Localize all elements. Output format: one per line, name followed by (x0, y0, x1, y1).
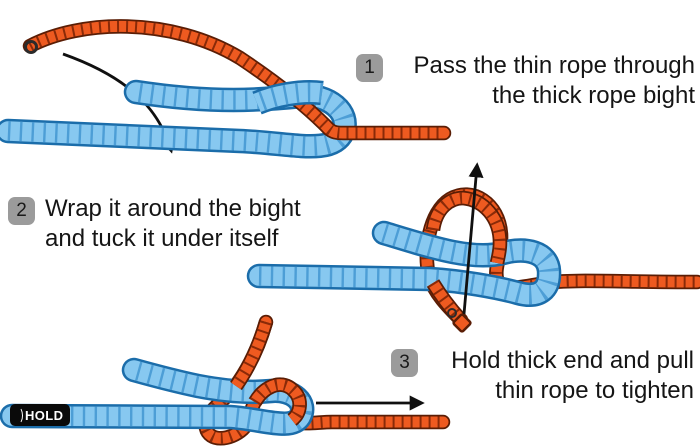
hold-label-text: HOLD (25, 407, 64, 423)
rope-end-ring (447, 308, 457, 318)
step3-text: Hold thick end and pull thin rope to tig… (428, 346, 694, 406)
step1-text: Pass the thin rope through the thick rop… (393, 51, 695, 111)
step3-line2: thin rope to tighten (495, 377, 694, 404)
thick-rope-over-crossing (257, 92, 322, 103)
hold-label: HOLD (10, 404, 71, 426)
step3-number-badge: 3 (391, 349, 418, 377)
step2-text: Wrap it around the bight and tuck it und… (45, 194, 301, 254)
step3-line1: Hold thick end and pull (451, 347, 694, 374)
step1-line2: the thick rope bight (492, 82, 695, 109)
rope-end-diamond (452, 313, 472, 333)
step2-number-badge: 2 (8, 197, 35, 225)
step2-line2: and tuck it under itself (45, 225, 279, 252)
pull-up-arrow-icon (462, 162, 484, 315)
step2-illustration (259, 162, 697, 333)
rope-end-knob (24, 40, 38, 54)
step3-illustration (12, 322, 443, 438)
step1-illustration (8, 26, 444, 150)
step2-caption: 2 Wrap it around the bight and tuck it u… (8, 194, 301, 254)
step2-line1: Wrap it around the bight (45, 195, 301, 222)
step3-caption: 3 Hold thick end and pull thin rope to t… (391, 346, 694, 406)
step1-caption: 1 Pass the thin rope through the thick r… (356, 51, 695, 111)
step1-line1: Pass the thin rope through (413, 52, 695, 79)
step1-number-badge: 1 (356, 54, 383, 82)
rope-end-arc-icon (14, 406, 23, 424)
thin-rope-diagonal-over-crossing (236, 322, 266, 386)
